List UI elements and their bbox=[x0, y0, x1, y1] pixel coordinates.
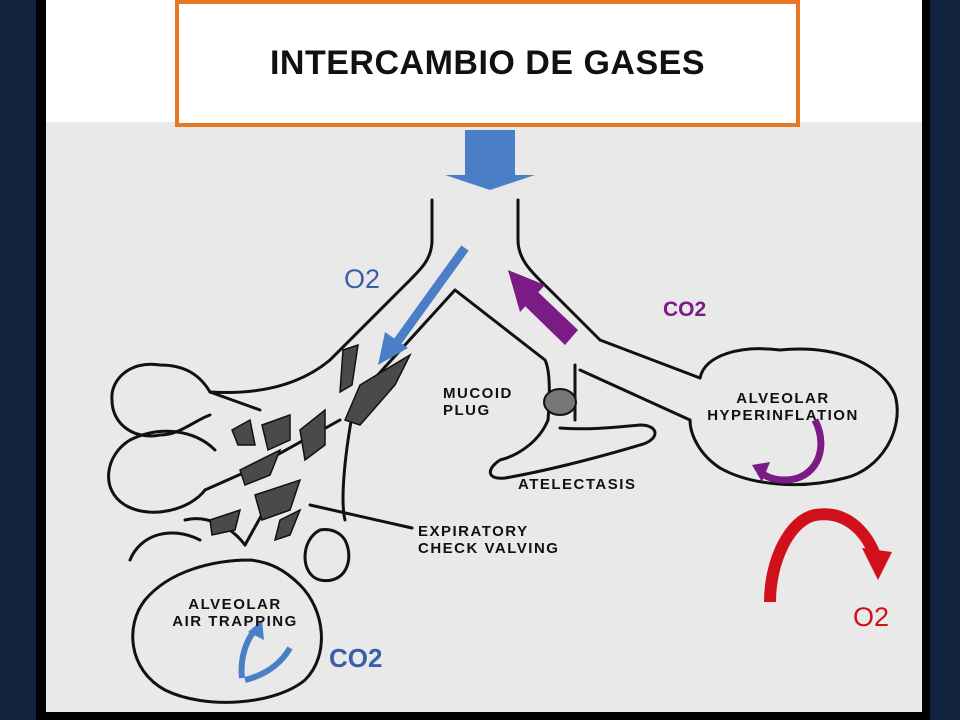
alveolus-middle-left bbox=[107, 429, 217, 514]
trachea-left-wall bbox=[328, 198, 434, 362]
plaque-7 bbox=[254, 478, 302, 521]
plaque-1 bbox=[339, 343, 359, 394]
right-bronchus-lower bbox=[578, 368, 692, 422]
plaque-6 bbox=[239, 448, 282, 486]
co2-air-trapping-arrow bbox=[238, 620, 293, 683]
plaque-8 bbox=[273, 508, 302, 542]
co2-label-bottom: CO2 bbox=[329, 643, 383, 673]
hyperinflation-balloon bbox=[688, 347, 899, 487]
o2-label-right: O2 bbox=[853, 602, 890, 632]
mucoid-plug-line2: PLUG bbox=[443, 402, 491, 419]
plaque-5 bbox=[299, 408, 326, 462]
co2-curved-arrow bbox=[752, 418, 825, 484]
small-alveolus-right bbox=[303, 528, 351, 583]
trachea-right-wall bbox=[516, 198, 602, 342]
atelectasis-label: ATELECTASIS bbox=[518, 476, 637, 493]
co2-arrow bbox=[508, 270, 578, 345]
alveolar-air-trapping-label: ALVEOLAR AIR TRAPPING bbox=[160, 596, 310, 630]
title-box: INTERCAMBIO DE GASES bbox=[175, 0, 800, 127]
mucoid-plug-line1: MUCOID bbox=[443, 385, 513, 402]
right-bronchus-upper bbox=[598, 338, 702, 380]
o2-exit-arrow bbox=[764, 508, 892, 603]
plaque-9 bbox=[209, 508, 242, 536]
mucoid-plug-label: MUCOID PLUG bbox=[443, 385, 513, 419]
diagram-background bbox=[46, 122, 922, 712]
expiratory-check-valving-label: EXPIRATORY CHECK VALVING bbox=[418, 523, 559, 557]
hyperinflation-line2: HYPERINFLATION bbox=[707, 407, 859, 424]
small-alveolus bbox=[128, 531, 202, 562]
air-trapping-line1: ALVEOLAR bbox=[188, 596, 282, 613]
slide-title: INTERCAMBIO DE GASES bbox=[269, 44, 706, 82]
check-valving-line1: EXPIRATORY bbox=[418, 523, 529, 540]
alveolar-hyperinflation-label: ALVEOLAR HYPERINFLATION bbox=[683, 390, 883, 424]
atelectasis-lobe bbox=[489, 418, 657, 480]
o2-arrow bbox=[378, 245, 469, 365]
plaque-3 bbox=[231, 418, 256, 446]
plaque-4 bbox=[261, 413, 291, 452]
air-trapping-line2: AIR TRAPPING bbox=[172, 613, 298, 630]
mucoid-plug-blob bbox=[543, 388, 577, 416]
mucus-plaques bbox=[209, 343, 412, 542]
upper-left-neck bbox=[208, 390, 262, 412]
o2-label-top: O2 bbox=[344, 264, 381, 294]
co2-label-top: CO2 bbox=[663, 298, 707, 321]
left-bronchus-upper bbox=[208, 358, 332, 394]
check-valving-line2: CHECK VALVING bbox=[418, 540, 560, 557]
alveolus-upper-left bbox=[110, 362, 212, 438]
plaque-2 bbox=[343, 353, 412, 426]
air-trapping-balloon bbox=[131, 558, 323, 704]
check-valve-pointer bbox=[308, 503, 414, 530]
hyperinflation-line1: ALVEOLAR bbox=[736, 390, 830, 407]
inflow-arrow bbox=[445, 130, 535, 190]
